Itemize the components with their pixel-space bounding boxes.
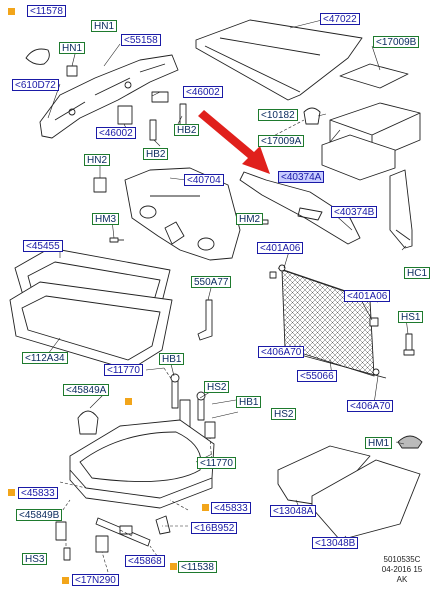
label-610d72[interactable]: <610D72 [12, 79, 59, 91]
label-17009a[interactable]: <17009A [258, 135, 305, 147]
label-112a34[interactable]: <112A34 [22, 352, 68, 364]
label-401a06-right[interactable]: <401A06 [344, 290, 391, 302]
orange-marker-3 [8, 489, 15, 496]
orange-marker-6 [62, 577, 69, 584]
bracket-550a77 [197, 299, 213, 341]
reference-date: 04-2016 15 [381, 565, 423, 574]
label-401a06-top[interactable]: <401A06 [257, 242, 304, 254]
label-hs2-top[interactable]: HS2 [204, 381, 230, 393]
label-11578[interactable]: <11578 [27, 5, 66, 17]
label-17009b[interactable]: <17009B [373, 36, 420, 48]
label-45849a[interactable]: <45849A [63, 384, 110, 396]
label-13048b[interactable]: <13048B [312, 537, 359, 549]
label-hb1-top[interactable]: HB1 [159, 353, 185, 365]
knob-45849a [77, 410, 99, 435]
rear-trim-panel [124, 167, 241, 261]
label-hs1[interactable]: HS1 [398, 311, 424, 323]
label-17n290[interactable]: <17N290 [72, 574, 119, 586]
label-40374b[interactable]: <40374B [331, 206, 378, 218]
label-40374a[interactable]: <40374A [278, 171, 325, 183]
cap-part [25, 48, 50, 65]
label-hs3[interactable]: HS3 [22, 553, 48, 565]
bolt-hs1 [405, 333, 413, 351]
label-45849b[interactable]: <45849B [16, 509, 63, 521]
label-45868[interactable]: <45868 [125, 555, 165, 567]
clip-10182 [303, 107, 321, 125]
reference-suffix: AK [396, 575, 408, 584]
load-cover [195, 19, 363, 101]
screw-hs3 [63, 547, 71, 561]
label-hc1[interactable]: HC1 [404, 267, 431, 279]
label-40704[interactable]: <40704 [184, 174, 224, 186]
label-hm2[interactable]: HM2 [236, 213, 264, 225]
clip-46002-a [117, 105, 133, 125]
label-hb1-mid[interactable]: HB1 [236, 396, 262, 408]
label-hn1-side[interactable]: HN1 [59, 42, 86, 54]
label-hn2[interactable]: HN2 [84, 154, 111, 166]
cargo-net [281, 269, 375, 377]
label-46002-left[interactable]: <46002 [96, 127, 136, 139]
label-hb2-right[interactable]: HB2 [174, 124, 200, 136]
side-trim-panel [389, 169, 413, 249]
floor-mat-lower [9, 281, 173, 371]
label-16b952[interactable]: <16B952 [191, 522, 238, 534]
label-550a77[interactable]: 550A77 [191, 276, 232, 288]
clip-17n290 [95, 535, 109, 553]
bracket-16b952 [155, 515, 171, 535]
label-45833-right[interactable]: <45833 [211, 502, 251, 514]
label-406a70-left[interactable]: <406A70 [258, 346, 305, 358]
highlight-arrow [198, 110, 270, 174]
label-hm3[interactable]: HM3 [92, 213, 120, 225]
label-47022[interactable]: <47022 [320, 13, 360, 25]
clip-45849b [55, 521, 67, 541]
orange-marker-1 [8, 8, 15, 15]
label-hb2-left[interactable]: HB2 [143, 148, 169, 160]
label-hs2-mid[interactable]: HS2 [271, 408, 297, 420]
orange-marker-5 [170, 563, 177, 570]
label-406a70-right[interactable]: <406A70 [347, 400, 394, 412]
clip-hn2 [93, 177, 107, 193]
clip-hn1 [66, 65, 78, 77]
label-11770-bottom[interactable]: <11770 [197, 457, 236, 469]
label-45455[interactable]: <45455 [23, 240, 63, 252]
label-55158[interactable]: <55158 [121, 34, 161, 46]
label-13048a[interactable]: <13048A [270, 505, 317, 517]
label-11538[interactable]: <11538 [178, 561, 217, 573]
label-hn1-top[interactable]: HN1 [91, 20, 118, 32]
label-hm1[interactable]: HM1 [365, 437, 393, 449]
reference-code: 5010535C [383, 555, 421, 564]
label-45833-left[interactable]: <45833 [18, 487, 58, 499]
label-10182[interactable]: <10182 [258, 109, 298, 121]
label-11770-top[interactable]: <11770 [104, 364, 143, 376]
tray-17009b [339, 63, 409, 89]
rear-panel-bracket [39, 54, 179, 139]
screw-hm3 [109, 237, 119, 243]
orange-marker-2 [125, 398, 132, 405]
orange-marker-4 [202, 504, 209, 511]
label-55066[interactable]: <55066 [297, 370, 337, 382]
knob-hm1 [397, 435, 423, 449]
label-46002-right[interactable]: <46002 [183, 86, 223, 98]
